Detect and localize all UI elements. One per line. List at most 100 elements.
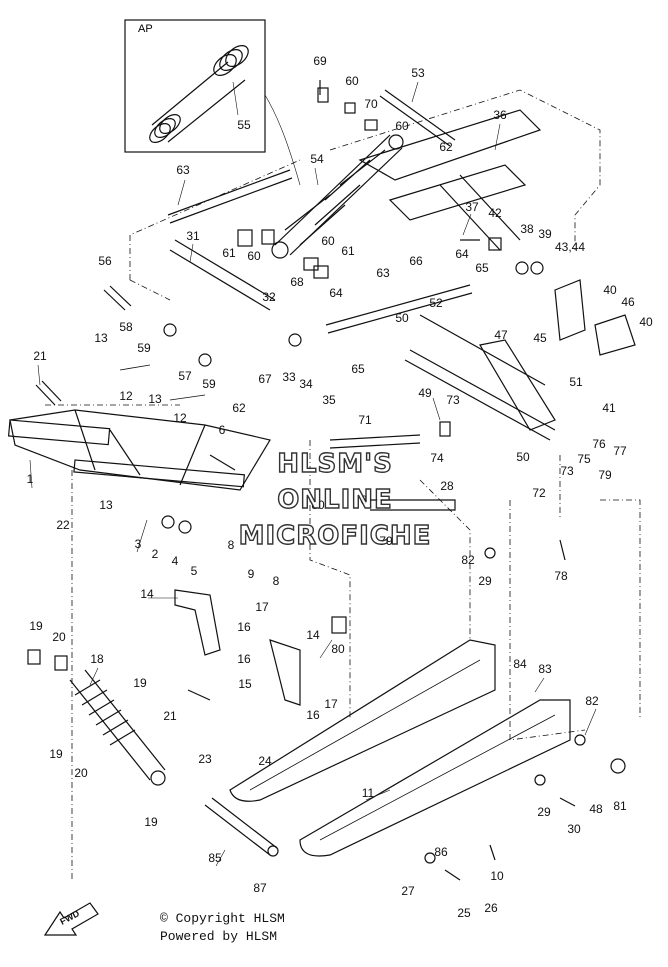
part-callout-25: 25: [457, 906, 471, 920]
part-callout-57: 57: [178, 369, 192, 383]
part-callout-71: 71: [358, 413, 372, 427]
part-callout-13: 13: [99, 498, 113, 512]
part-callout-65: 65: [351, 362, 365, 376]
part-callout-3: 3: [135, 537, 142, 551]
part-callout-40: 40: [603, 283, 617, 297]
part-callout-73: 73: [446, 393, 460, 407]
part-callout-9: 9: [248, 567, 255, 581]
links: [167, 89, 473, 334]
part-callout-82: 82: [461, 553, 475, 567]
part-callout-16: 16: [237, 652, 251, 666]
part-callout-12: 12: [173, 411, 187, 425]
part-callout-4: 4: [172, 554, 179, 568]
part-callout-11: 11: [362, 786, 375, 800]
part-callout-15: 15: [238, 677, 252, 691]
part-callout-40: 40: [639, 315, 653, 329]
part-callout-5: 5: [191, 564, 198, 578]
footer: © Copyright HLSM Powered by HLSM: [160, 910, 285, 946]
part-callout-54: 54: [310, 152, 324, 166]
part-callout-59: 59: [137, 341, 151, 355]
part-callout-50: 50: [395, 311, 409, 325]
part-callout-14: 14: [306, 628, 320, 642]
part-callout-61: 61: [341, 244, 355, 258]
part-callout-81: 81: [613, 799, 627, 813]
part-callout-84: 84: [513, 657, 527, 671]
part-callout-32: 32: [262, 290, 276, 304]
part-callout-23: 23: [198, 752, 212, 766]
part-callout-14: 14: [140, 587, 154, 601]
part-callout-38: 38: [520, 222, 534, 236]
part-callout-18: 18: [90, 652, 104, 666]
part-callout-74: 74: [430, 451, 444, 465]
part-callout-83: 83: [538, 662, 552, 676]
part-callout-60: 60: [247, 249, 261, 263]
part-callout-49: 49: [418, 386, 432, 400]
part-callout-17: 17: [255, 600, 269, 614]
part-callout-37: 37: [465, 200, 479, 214]
watermark-line-3: MICROFICHE: [238, 520, 432, 551]
part-callout-39: 39: [538, 227, 552, 241]
part-callout-31: 31: [186, 229, 200, 243]
part-callout-80: 80: [331, 642, 345, 656]
part-callout-86: 86: [434, 845, 448, 859]
part-callout-87: 87: [253, 881, 267, 895]
part-callout-62: 62: [439, 140, 453, 154]
inset-part-callout: 55: [237, 118, 251, 132]
part-callout-12: 12: [119, 389, 133, 403]
part-callout-85: 85: [208, 851, 222, 865]
part-callout-13: 13: [94, 331, 108, 345]
partial-callout-79: 79: [379, 534, 393, 548]
part-callout-65: 65: [475, 261, 489, 275]
part-callout-77: 77: [613, 444, 627, 458]
part-callout-20: 20: [74, 766, 88, 780]
part-callout-51: 51: [569, 375, 583, 389]
part-callout-75: 75: [577, 452, 591, 466]
part-callout-19: 19: [133, 676, 147, 690]
partial-callout-8: 8: [361, 493, 368, 507]
part-callout-30: 30: [567, 822, 581, 836]
part-callout-66: 66: [409, 254, 423, 268]
part-callout-67: 67: [258, 372, 272, 386]
part-callout-27: 27: [401, 884, 415, 898]
part-callout-17: 17: [324, 697, 338, 711]
partial-callout-8: 8: [228, 538, 235, 552]
part-callout-16: 16: [237, 620, 251, 634]
part-callout-2: 2: [152, 547, 159, 561]
part-callout-76: 76: [592, 437, 606, 451]
part-callout-19: 19: [49, 747, 63, 761]
partial-callout-80: 80: [311, 498, 325, 512]
leader-lines: [29, 81, 597, 867]
part-callout-59: 59: [202, 377, 216, 391]
watermark-line-1: HLSM'S: [276, 448, 393, 479]
part-callout-60: 60: [395, 119, 409, 133]
part-callout-24: 24: [258, 754, 272, 768]
part-callout-36: 36: [493, 108, 507, 122]
part-callout-41: 41: [602, 401, 616, 415]
part-callout-63: 63: [376, 266, 390, 280]
part-callout-21: 21: [33, 349, 47, 363]
front-arm-assembly: [7, 409, 271, 491]
part-callout-60: 60: [345, 74, 359, 88]
part-callout-13: 13: [148, 392, 162, 406]
part-callout-82: 82: [585, 694, 599, 708]
part-callout-26: 26: [484, 901, 498, 915]
shafts: [169, 239, 556, 511]
bellows-boot-illustration: [149, 45, 249, 143]
part-callout-43-44: 43,44: [555, 240, 585, 254]
rear-arm-right: [358, 109, 542, 251]
part-callout-19: 19: [144, 815, 158, 829]
fwd-arrow: FWD: [43, 902, 99, 936]
part-callout-19: 19: [29, 619, 43, 633]
part-callout-64: 64: [329, 286, 343, 300]
part-callout-52: 52: [429, 296, 443, 310]
part-callout-33: 33: [282, 370, 296, 384]
part-callout-29: 29: [478, 574, 492, 588]
fasteners: [27, 80, 626, 881]
part-callout-22: 22: [56, 518, 70, 532]
part-callout-53: 53: [411, 66, 425, 80]
part-callout-42: 42: [488, 206, 502, 220]
part-callout-68: 68: [290, 275, 304, 289]
brackets: [174, 279, 636, 706]
part-callout-28: 28: [440, 479, 454, 493]
